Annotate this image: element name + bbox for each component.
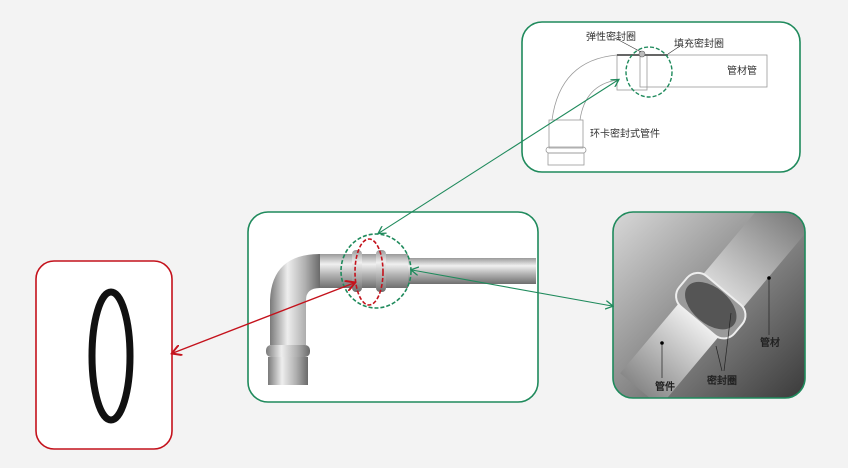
- photo-pipe-label: 管材: [760, 336, 780, 349]
- photo-seal-label: 密封圈: [707, 374, 737, 387]
- fitting-label: 环卡密封式管件: [590, 127, 660, 140]
- photo-fitting-label: 管件: [655, 380, 675, 393]
- seal-highlight-red: [354, 238, 384, 306]
- arrow-to-o-ring: [173, 283, 354, 353]
- detail-highlight-circle: [625, 46, 673, 98]
- arrow-to-cutaway-photo: [412, 270, 612, 306]
- filler-seal-label: 填充密封圈: [674, 37, 724, 50]
- pipe-label: 管材管: [727, 64, 757, 77]
- o-ring-image: [88, 288, 134, 424]
- o-ring-panel: [35, 260, 173, 450]
- arrow-to-detail-drawing: [379, 80, 618, 233]
- detail-drawing-panel: 弹性密封圈 填充密封圈 管材管 环卡密封式管件: [521, 21, 801, 173]
- cutaway-photo: [613, 212, 805, 398]
- cutaway-photo-panel: 管材 管件 密封圈: [612, 211, 806, 399]
- elastic-seal-label: 弹性密封圈: [586, 30, 636, 43]
